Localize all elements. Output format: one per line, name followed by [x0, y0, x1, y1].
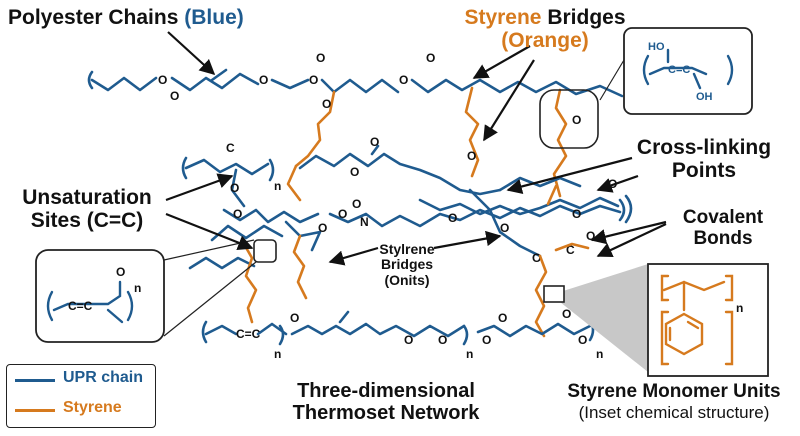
atom-o: O: [290, 311, 299, 325]
atom-o: O: [352, 197, 361, 211]
atom-c: C=C: [236, 327, 261, 341]
unsat-line2: Sites (C=C): [30, 209, 144, 233]
atom-o: O: [562, 307, 571, 321]
stylrene-line2: Bridges: [380, 256, 434, 273]
atom-o: O: [578, 333, 587, 347]
covalent-line2: Bonds: [693, 227, 753, 249]
atom-o: O: [338, 207, 347, 221]
atom-n: n: [274, 179, 281, 193]
atom-n: n: [466, 347, 473, 361]
covalent-bonds-label: Covalent Bonds: [668, 207, 778, 250]
network-label: Three-dimensional Thermoset Network: [286, 380, 486, 424]
atom-ho: HO: [648, 41, 665, 53]
atom-o: O: [572, 207, 581, 221]
polyester-chains-label: Polyester Chains (Blue): [8, 6, 244, 29]
atom-o: O: [370, 135, 379, 149]
atom-o: O: [158, 73, 167, 87]
atom-c: C: [566, 243, 575, 257]
styrene-bridges-word2: Bridges: [547, 6, 626, 29]
atom-o: O: [170, 89, 179, 103]
legend-styrene-label: Styrene: [63, 399, 122, 416]
inset-ring-top: [539, 89, 599, 149]
atom-o: O: [467, 149, 476, 163]
covalent-line1: Covalent: [682, 207, 764, 228]
network-line1: Three-dimensional: [297, 380, 475, 402]
styrene-bridges-middle: [242, 184, 590, 338]
monomer-line1: Styrene Monomer Units: [567, 381, 781, 402]
cross-linking-points-label: Cross-linking Points: [630, 136, 778, 182]
atom-o: O: [498, 311, 507, 325]
unsaturation-sites-label: Unsaturation Sites (C=C): [12, 186, 162, 232]
crosslink-line1: Cross-linking: [636, 136, 772, 159]
atom-o: O: [438, 333, 447, 347]
atom-o: O: [404, 333, 413, 347]
styrene-bridges-sub: (Orange): [501, 29, 589, 53]
atom-c: C: [226, 141, 235, 155]
annotation-arrows: [165, 31, 667, 266]
polyester-chains-text: Polyester Chains: [8, 6, 179, 29]
bottom-polyester-chain: [201, 310, 595, 346]
atom-o: O: [309, 73, 318, 87]
atom-o: O: [482, 333, 491, 347]
polyester-chains-color: (Blue): [184, 6, 244, 29]
styrene-bridges-label: Styrene Bridges (Orange): [442, 6, 648, 52]
atom-o: O: [116, 265, 125, 279]
atom-n: n: [134, 281, 141, 295]
crosslink-line2: Points: [671, 159, 737, 183]
atom-n: n: [596, 347, 603, 361]
styrene-bridges-word1: Styrene: [464, 6, 542, 29]
inset-top-right: HO C=C OH: [599, 27, 753, 115]
atom-o: O: [230, 181, 239, 195]
inset-ring-left: [253, 239, 277, 263]
atom-o: O: [259, 73, 268, 87]
stylrene-line1: Stylrene: [379, 241, 435, 257]
top-polyester-chain: [87, 68, 624, 98]
legend: UPR chain Styrene: [6, 364, 156, 428]
atom-o: O: [426, 51, 435, 65]
atom-o: O: [322, 97, 331, 111]
stylrene-line3: (Onits): [384, 271, 430, 288]
unsat-line1: Unsaturation: [22, 186, 152, 209]
atom-c: C=C: [68, 299, 93, 313]
atom-o: O: [318, 221, 327, 235]
atom-n: n: [736, 301, 743, 315]
atom-o: O: [500, 221, 509, 235]
atom-oh: OH: [696, 91, 713, 103]
legend-styrene-swatch: [15, 409, 55, 412]
stylrene-bridges-label: Stylrene Bridges (Onits): [372, 241, 442, 288]
atom-o: O: [572, 113, 581, 127]
inset-left: C=C O n: [35, 239, 257, 343]
atom-o: O: [399, 73, 408, 87]
atom-o: O: [350, 165, 359, 179]
styrene-bridges-top: [286, 86, 568, 202]
monomer-line2: (Inset chemical structure): [578, 402, 770, 422]
styrene-monomer-label: Styrene Monomer Units (Inset chemical st…: [552, 381, 796, 424]
atom-n: n: [274, 347, 281, 361]
atom-c: C=C: [668, 64, 690, 76]
network-line2: Thermoset Network: [292, 402, 480, 424]
legend-upr-label: UPR chain: [63, 369, 144, 386]
atom-o: O: [532, 251, 541, 265]
atom-o: O: [586, 229, 595, 243]
atom-o: O: [316, 51, 325, 65]
inset-styrene-monomer: n: [543, 263, 769, 377]
atom-o: O: [448, 211, 457, 225]
legend-upr-swatch: [15, 379, 55, 382]
atom-n: N: [360, 215, 369, 229]
atom-o: O: [233, 207, 242, 221]
